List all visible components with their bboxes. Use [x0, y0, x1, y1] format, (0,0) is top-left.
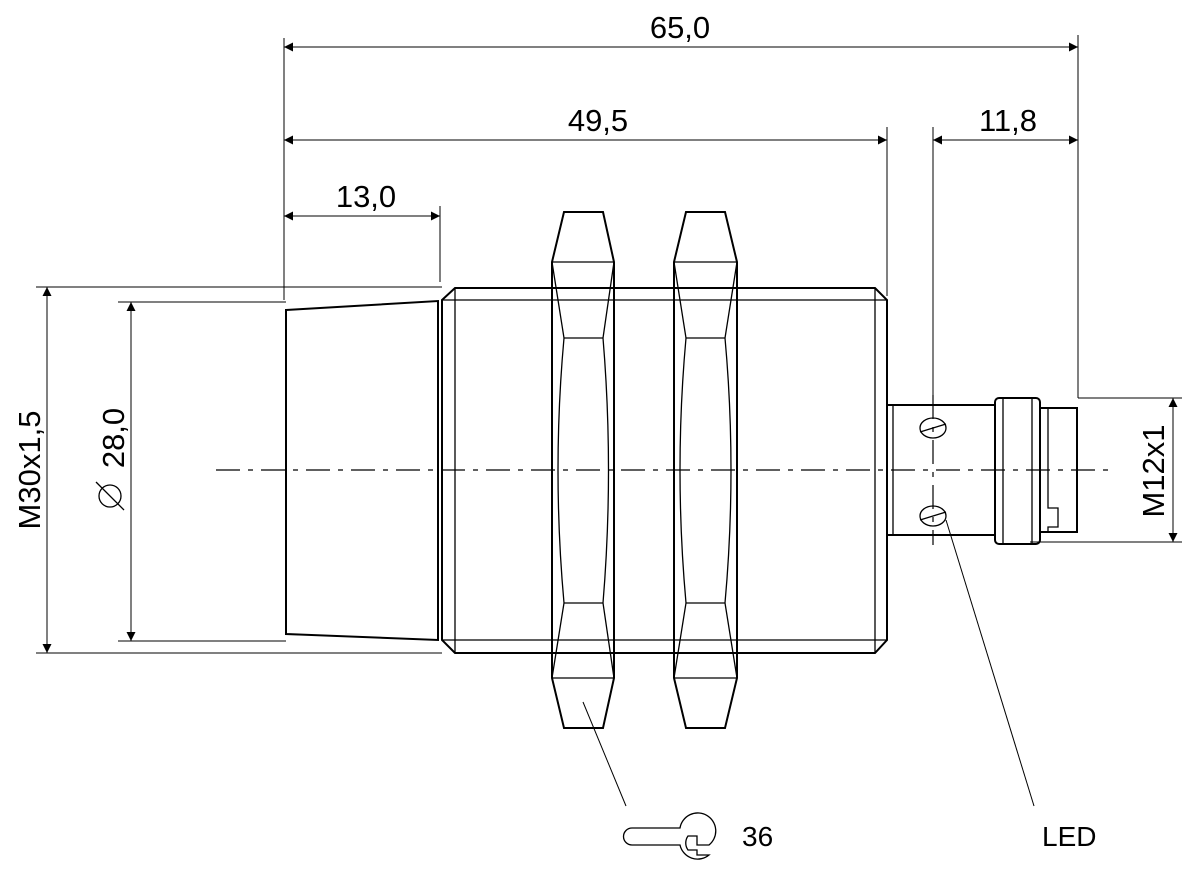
- m12-connector: [994, 397, 1078, 545]
- dimension-thread-connector: M12x1: [1136, 398, 1178, 542]
- sensing-face: [285, 299, 439, 642]
- hex-nut-1: [551, 211, 615, 729]
- dimension-connector-length: 11,8: [933, 103, 1078, 145]
- dimension-text-face-diameter: 28,0: [96, 408, 131, 468]
- center-line: [216, 395, 1110, 545]
- led-label: LED: [1042, 821, 1096, 852]
- dimension-text-thread-main: M30x1,5: [12, 411, 47, 530]
- dimension-total-length: 65,0: [284, 10, 1078, 52]
- wrench-icon: [622, 812, 717, 860]
- dimension-text-connector-length: 11,8: [979, 103, 1037, 138]
- dimension-text-body-length: 49,5: [568, 103, 628, 138]
- dimension-face-diameter: 28,0: [95, 302, 136, 641]
- dimension-body-length: 49,5: [284, 103, 887, 145]
- dimension-text-total-length: 65,0: [650, 10, 710, 45]
- dimension-sensing-face-length: 13,0: [284, 179, 440, 221]
- wrench-size-label: 36: [742, 821, 773, 852]
- led-callout: LED: [945, 519, 1096, 852]
- dimension-text-thread-connector: M12x1: [1136, 424, 1171, 517]
- dimension-thread-main: M30x1,5: [12, 287, 52, 653]
- extension-lines: [36, 35, 1182, 654]
- diameter-symbol: [95, 481, 125, 511]
- dimension-text-sensing-face-length: 13,0: [336, 179, 396, 214]
- wrench-callout: 36: [582, 701, 773, 860]
